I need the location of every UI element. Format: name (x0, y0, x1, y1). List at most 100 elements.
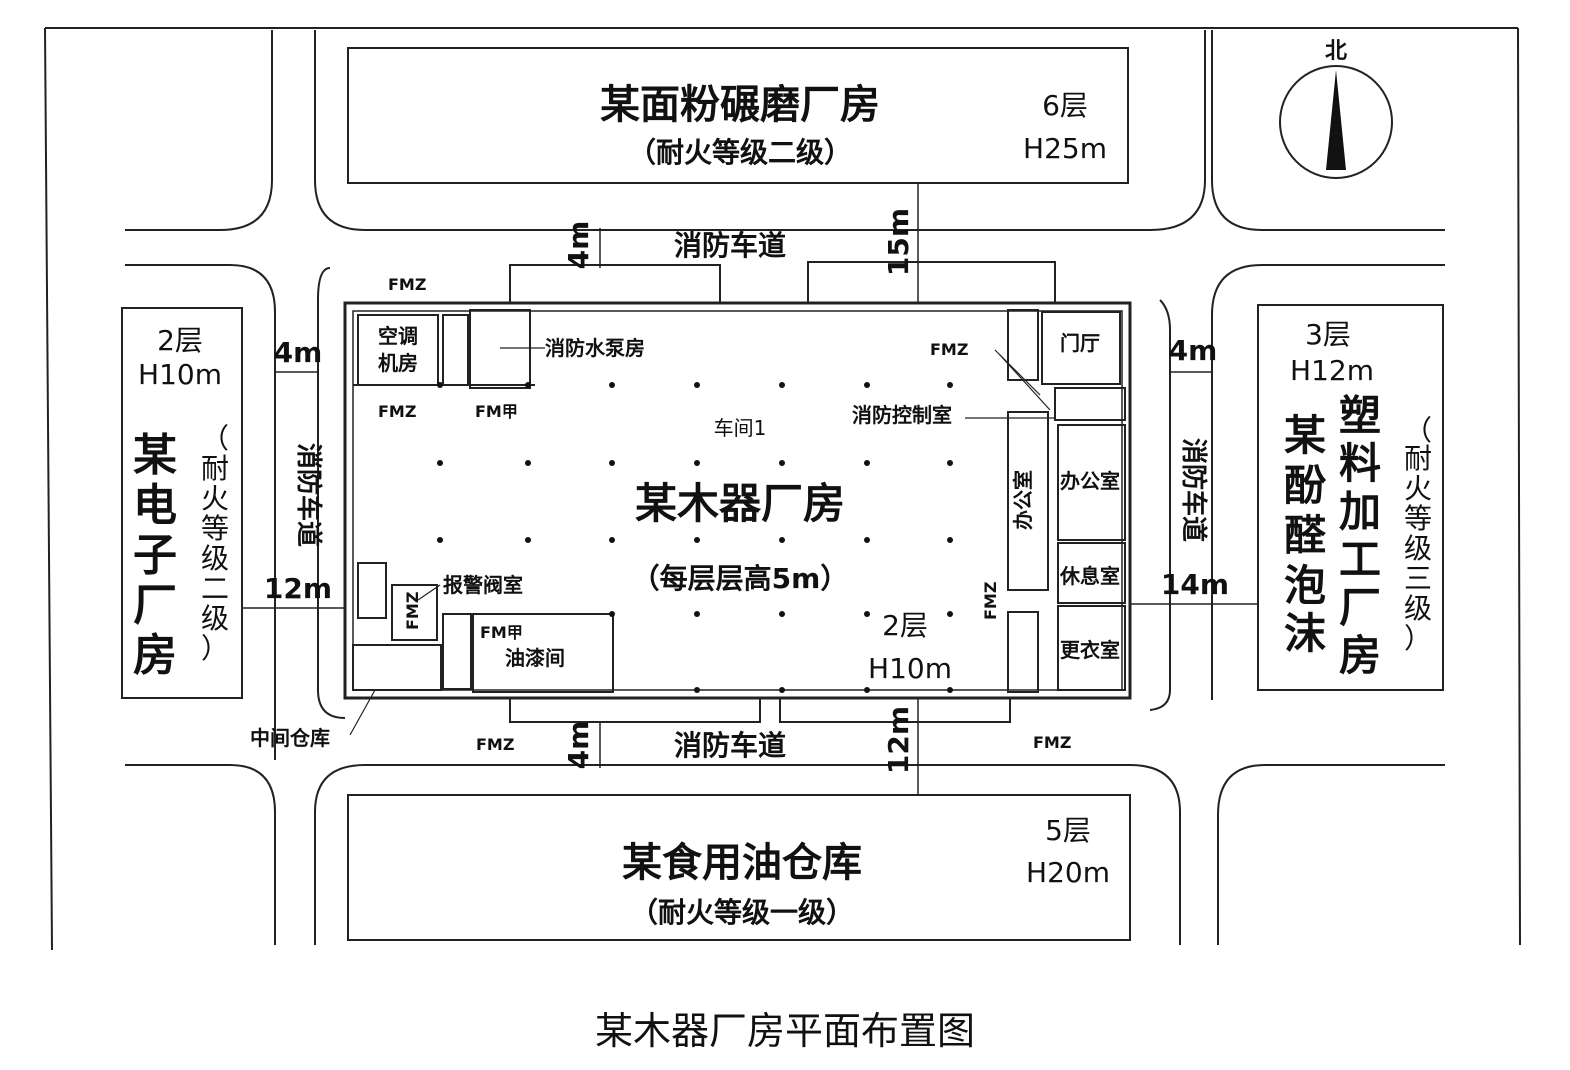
road-edges (125, 30, 1445, 945)
main-building-floors: 2层 (882, 609, 928, 642)
locker-room-label: 更衣室 (1060, 638, 1120, 662)
east-name-char: 酚 (1284, 461, 1327, 510)
west-building-floors: 2层 (157, 324, 203, 357)
ac-room-label-2: 机房 (378, 351, 418, 375)
east-rating-char: 耐 (1404, 442, 1432, 475)
frame-right (1517, 27, 1521, 946)
west-name-char: 厂 (133, 580, 177, 631)
north-building-outline (347, 47, 1129, 184)
east-name-char: 沫 (1284, 609, 1326, 658)
east-name-char: 料 (1339, 439, 1381, 488)
column-dot (779, 611, 785, 617)
east-rating-char: 级 (1404, 532, 1432, 565)
north-building-name: 某面粉碾磨厂房 (600, 82, 880, 128)
east-building-floors: 3层 (1305, 318, 1351, 351)
office-vertical-box (1007, 411, 1049, 591)
west-rating-char: 级 (201, 542, 229, 575)
north-building-height: H25m (1023, 132, 1107, 165)
column-dot (437, 382, 443, 388)
column-dot (864, 537, 870, 543)
fire-control-box (1054, 387, 1126, 421)
column-dot (779, 537, 785, 543)
fire-lane-west-label: 消防车道 (293, 443, 324, 547)
east-building-outline (1257, 304, 1444, 691)
office-east-box (1057, 424, 1126, 541)
door-fmz-ac: FMZ (378, 402, 416, 421)
figure-caption: 某木器厂房平面布置图 (594, 1009, 975, 1053)
column-dot (609, 537, 615, 543)
paint-room-box (472, 613, 614, 693)
column-dot (694, 460, 700, 466)
column-dot (947, 382, 953, 388)
west-rating-char: 级 (201, 602, 229, 635)
dim-east-gap: 14m (1161, 568, 1229, 601)
east-building-height: H12m (1290, 354, 1374, 387)
west-rating-char: 二 (201, 572, 229, 605)
west-name-char: 子 (133, 530, 177, 581)
east-rating-char: 等 (1404, 502, 1432, 535)
door-fm-jia-paint: FM甲 (480, 623, 523, 642)
door-fmz-top-left: FMZ (388, 275, 426, 294)
east-name-char: 塑 (1339, 391, 1381, 440)
east-name-char: 泡 (1284, 561, 1326, 610)
south-building-outline (347, 794, 1131, 941)
fire-lane-east-label: 消防车道 (1178, 438, 1209, 542)
west-rating-char: （ (201, 422, 229, 455)
middle-warehouse-box (352, 644, 442, 691)
south-building-height: H20m (1026, 856, 1110, 889)
alarm-valve-label: 报警阀室 (443, 573, 523, 597)
east-rating-char: （ (1404, 414, 1432, 447)
west-name-char: 房 (133, 630, 177, 681)
column-grid (437, 382, 953, 693)
column-dot (947, 460, 953, 466)
column-dot (694, 537, 700, 543)
column-dot (609, 611, 615, 617)
east-building-fire-rating: （ 耐 火 等 级 三 级 ） (1404, 414, 1432, 655)
west-rating-char: 火 (201, 482, 229, 515)
main-building-name: 某木器厂房 (635, 479, 845, 528)
north-wall-recess (509, 261, 1056, 303)
main-building-floor-height: （每层层高5m） (632, 562, 849, 595)
east-building-name: 某 酚 醛 泡 沫 塑 料 加 工 厂 房 (1284, 391, 1381, 680)
east-rating-char: 三 (1404, 562, 1432, 595)
south-building-name: 某食用油仓库 (622, 840, 862, 886)
west-name-char: 电 (133, 480, 177, 531)
east-name-char: 房 (1339, 631, 1381, 680)
main-building-inner-wall (352, 310, 1123, 691)
column-dot (437, 460, 443, 466)
door-fmz-alarm: FMZ (403, 592, 422, 630)
compass-circle (1279, 65, 1393, 179)
dimension-lines (242, 182, 1258, 796)
west-building-height: H10m (138, 358, 222, 391)
north-building-fire-rating: （耐火等级二级） (628, 136, 852, 169)
main-building-height: H10m (868, 652, 952, 685)
column-dot (947, 611, 953, 617)
column-dot (779, 460, 785, 466)
stair-box-se (1007, 611, 1039, 693)
door-fmz-bottom-left: FMZ (476, 735, 514, 754)
office-east-label: 办公室 (1060, 469, 1120, 493)
east-rating-char: 级 (1404, 592, 1432, 625)
column-dot (864, 611, 870, 617)
door-fmz-top-right: FMZ (930, 340, 968, 359)
south-wall-recess (509, 698, 1011, 723)
compass: 北 (1279, 39, 1393, 179)
main-building-outer-wall (343, 301, 1132, 700)
rest-room-label: 休息室 (1059, 564, 1120, 588)
north-arrow-icon (1326, 70, 1346, 170)
rest-room-box (1057, 542, 1126, 604)
west-rating-char: 耐 (201, 452, 229, 485)
pump-room-label: 消防水泵房 (545, 336, 645, 360)
alarm-stair-box (357, 562, 387, 619)
leader-lines (349, 347, 1055, 736)
west-building-name: 某 电 子 厂 房 (133, 430, 177, 681)
alarm-valve-box (391, 584, 438, 641)
dimension-labels: 15m 12m 4m 4m 4m 4m 12m 14m (264, 208, 1229, 774)
office-vertical-label: 办公室 (1011, 470, 1035, 530)
interior-walls (352, 309, 1126, 693)
stair-box-sw (442, 613, 472, 690)
column-dot (609, 460, 615, 466)
south-building-fire-rating: （耐火等级一级） (630, 896, 854, 929)
column-dot (947, 687, 953, 693)
